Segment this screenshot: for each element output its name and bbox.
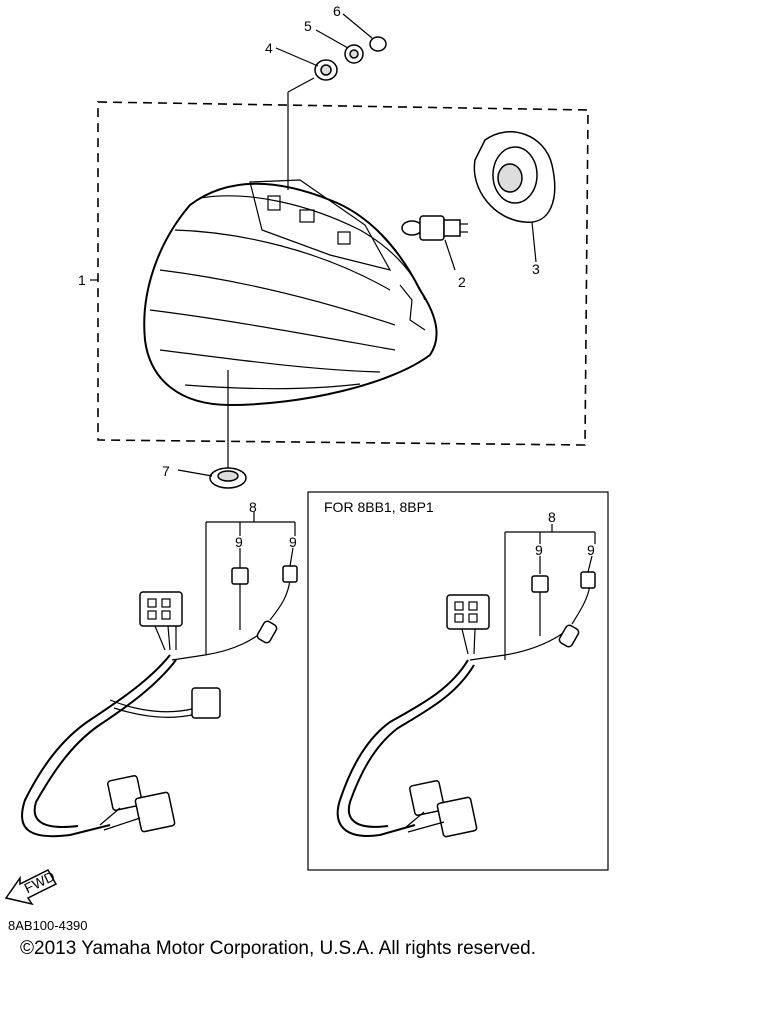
grommet-7[interactable]: [209, 467, 247, 489]
callout-8-variant: 8: [548, 509, 556, 525]
wire-harness-standard[interactable]: [21, 579, 291, 838]
headlight-assembly[interactable]: [143, 179, 438, 407]
bulb[interactable]: [401, 215, 468, 241]
bracket-8-9-standard: [205, 512, 296, 655]
callout-7: 7: [162, 463, 170, 479]
fuse-9d[interactable]: [580, 571, 596, 589]
callout-2: 2: [458, 274, 466, 290]
callout-9-variant-a: 9: [535, 542, 543, 558]
fuse-9a[interactable]: [231, 567, 249, 630]
bracket-8-9-variant: [504, 524, 596, 660]
wire-harness-variant[interactable]: [336, 584, 591, 838]
grommet-4[interactable]: [314, 59, 338, 81]
callout-6: 6: [333, 3, 341, 19]
copyright-notice: ©2013 Yamaha Motor Corporation, U.S.A. A…: [20, 938, 536, 959]
callout-5: 5: [304, 18, 312, 34]
callout-3: 3: [532, 261, 540, 277]
callout-1: 1: [78, 272, 86, 288]
variant-box: [307, 491, 609, 871]
bulb-cover[interactable]: [473, 131, 556, 223]
nut-6[interactable]: [369, 36, 387, 52]
assembly-dashed-box: [97, 101, 589, 446]
grommet-5[interactable]: [344, 44, 364, 64]
callout-8-standard: 8: [249, 499, 257, 515]
fuse-9c[interactable]: [531, 575, 549, 636]
leader-lines: [90, 13, 537, 477]
fuse-9b[interactable]: [282, 565, 298, 583]
callout-9-standard-b: 9: [289, 534, 297, 550]
callout-4: 4: [265, 40, 273, 56]
diagram-code: 8AB100-4390: [8, 918, 88, 933]
callout-9-standard-a: 9: [235, 534, 243, 550]
variant-box-label: FOR 8BB1, 8BP1: [324, 499, 434, 515]
callout-9-variant-b: 9: [587, 542, 595, 558]
fwd-arrow-icon: [4, 869, 58, 906]
